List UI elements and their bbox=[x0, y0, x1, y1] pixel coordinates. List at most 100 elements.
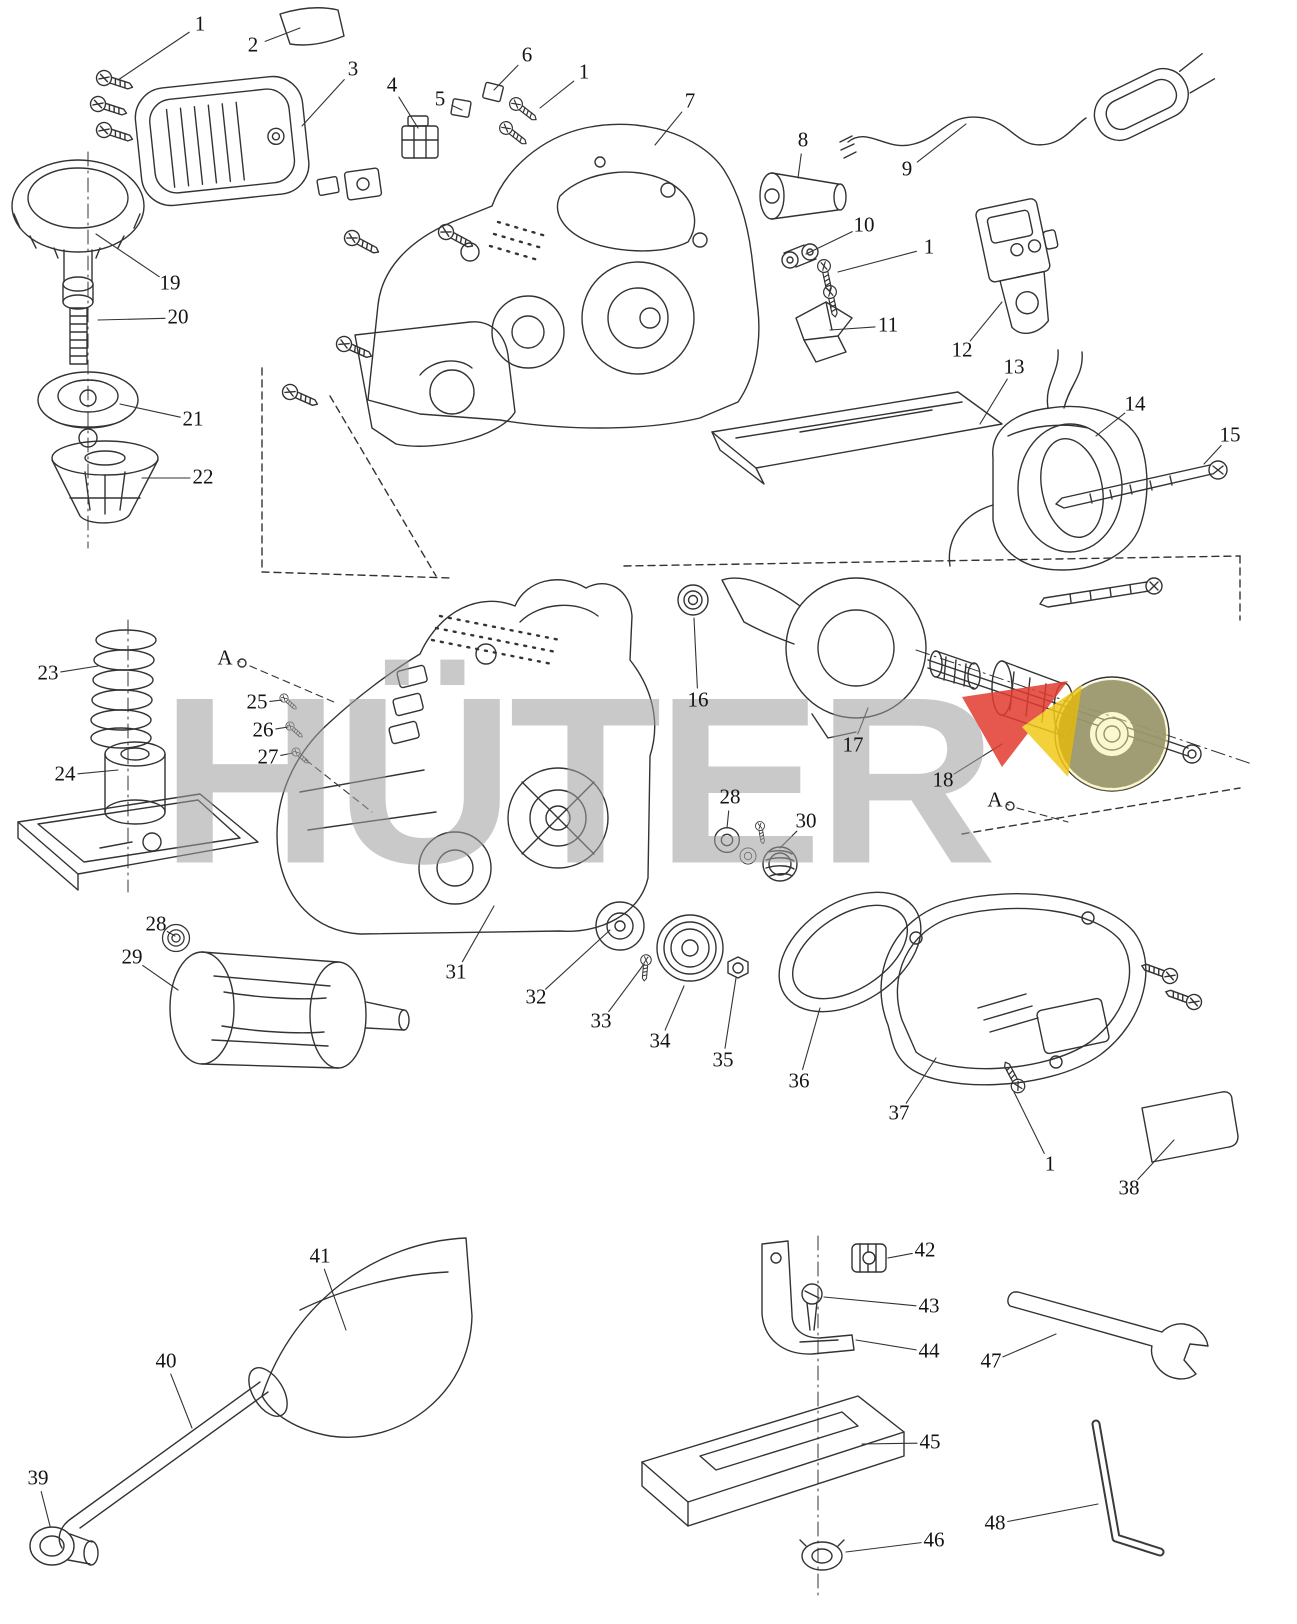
fence-knob-42 bbox=[851, 1243, 887, 1273]
wrench-47 bbox=[1007, 1291, 1209, 1380]
leader-lines bbox=[40, 27, 1222, 1553]
washer-set-28 bbox=[713, 820, 768, 865]
flat-washer-32 bbox=[595, 901, 645, 951]
leader-line-5-4 bbox=[451, 104, 463, 111]
lower-housing-31 bbox=[276, 579, 656, 935]
leader-line-46-53 bbox=[845, 1542, 922, 1553]
leader-line-6-5 bbox=[493, 64, 519, 91]
cord-clamp-10 bbox=[781, 243, 843, 319]
leader-line-1-42 bbox=[1013, 1091, 1045, 1154]
leader-line-8-8 bbox=[797, 153, 802, 179]
upper-housing-7 bbox=[279, 123, 760, 447]
depth-spring-23 bbox=[90, 629, 157, 749]
cone-knob-22 bbox=[51, 440, 159, 524]
lock-nut-35 bbox=[727, 956, 749, 979]
bag-wire-40 bbox=[58, 1381, 269, 1549]
brush-cover-assembly bbox=[134, 75, 310, 207]
spring-washer-21 bbox=[37, 371, 139, 448]
leader-line-34-38 bbox=[664, 985, 685, 1031]
leader-line-41-44 bbox=[323, 1268, 347, 1331]
leader-line-3-2 bbox=[301, 79, 345, 127]
leader-line-27-25 bbox=[280, 752, 294, 757]
leader-line-14-15 bbox=[1095, 412, 1126, 437]
leader-line-1-11 bbox=[837, 250, 917, 273]
leader-line-43-48 bbox=[823, 1296, 917, 1307]
long-screws-15 bbox=[1039, 460, 1228, 608]
terminal-blocks bbox=[316, 81, 541, 201]
stator-14 bbox=[948, 349, 1148, 571]
leader-line-2-1 bbox=[264, 27, 301, 42]
leader-line-19-17 bbox=[95, 233, 160, 278]
leader-line-13-14 bbox=[979, 378, 1008, 425]
leader-line-17-28 bbox=[857, 707, 869, 735]
leader-line-20-18 bbox=[97, 317, 166, 321]
threaded-rod-20 bbox=[69, 307, 88, 365]
section-marker-a2 bbox=[1005, 801, 1069, 823]
bearing-16 bbox=[677, 584, 709, 616]
guide-cylinder-24 bbox=[104, 741, 166, 825]
leader-line-32-36 bbox=[545, 929, 611, 990]
drive-belt-36 bbox=[778, 891, 922, 1013]
construction-lines bbox=[261, 367, 1241, 835]
blade-drum-29 bbox=[169, 951, 410, 1069]
leader-line-37-41 bbox=[905, 1057, 937, 1104]
leader-line-29-34 bbox=[142, 964, 179, 991]
fence-bracket-44 bbox=[761, 1240, 855, 1355]
leader-line-42-47 bbox=[887, 1252, 913, 1259]
leader-line-18-29 bbox=[953, 743, 1003, 775]
adjust-screws-25-27 bbox=[277, 691, 373, 813]
fence-bolt-43 bbox=[801, 1283, 823, 1331]
bearing-28b bbox=[161, 923, 191, 953]
hex-key-48 bbox=[1091, 1419, 1165, 1557]
section-marker-a1 bbox=[237, 658, 335, 703]
leader-line-47-50 bbox=[1002, 1333, 1057, 1358]
leader-line-23-21 bbox=[60, 665, 99, 673]
leader-line-28-33 bbox=[166, 930, 176, 937]
leader-line-21-19 bbox=[119, 403, 181, 418]
leader-line-45-51 bbox=[861, 1442, 918, 1445]
cord-guard-11 bbox=[795, 301, 853, 363]
name-label-38 bbox=[1141, 1091, 1239, 1163]
leader-line-10-10 bbox=[805, 231, 853, 255]
deflector-plate-2 bbox=[279, 7, 345, 46]
pulley-34 bbox=[656, 914, 724, 982]
leader-line-7-7 bbox=[654, 111, 683, 146]
leader-line-11-12 bbox=[829, 326, 876, 331]
leader-line-35-39 bbox=[724, 977, 737, 1049]
leader-line-16-27 bbox=[693, 617, 698, 689]
clamp-piece-46 bbox=[799, 1539, 845, 1571]
switch-12 bbox=[975, 198, 1059, 334]
leader-line-1-0 bbox=[117, 31, 190, 81]
leader-line-9-9 bbox=[916, 123, 967, 163]
leader-line-30-32 bbox=[779, 830, 798, 849]
armature-18 bbox=[927, 650, 1202, 792]
baffle-plate-13 bbox=[711, 391, 1003, 485]
dust-bag-41 bbox=[248, 1237, 473, 1438]
leader-line-39-46 bbox=[40, 1491, 51, 1527]
leader-line-15-16 bbox=[1203, 444, 1222, 465]
power-cord-plug-9 bbox=[839, 52, 1216, 159]
lock-knob-19 bbox=[11, 159, 145, 310]
leader-line-44-49 bbox=[855, 1339, 917, 1351]
cover-screws bbox=[87, 67, 136, 148]
leader-line-38-43 bbox=[1137, 1139, 1175, 1180]
leader-line-26-24 bbox=[275, 726, 289, 730]
hose-fitting-39 bbox=[29, 1526, 99, 1566]
leader-line-1-6 bbox=[539, 80, 575, 109]
leader-line-24-26 bbox=[77, 769, 119, 775]
belt-cover-37 bbox=[880, 893, 1205, 1096]
leader-line-25-23 bbox=[269, 699, 283, 703]
front-base-plate bbox=[17, 793, 259, 891]
leader-line-48-52 bbox=[1007, 1503, 1099, 1523]
leader-line-33-37 bbox=[608, 963, 645, 1013]
fan-guard-17 bbox=[721, 577, 927, 739]
leader-line-36-40 bbox=[801, 1007, 821, 1071]
leader-line-40-45 bbox=[170, 1373, 193, 1429]
leader-line-12-13 bbox=[969, 301, 1003, 342]
leader-line-31-35 bbox=[461, 905, 495, 963]
leader-line-4-3 bbox=[398, 96, 419, 129]
threaded-bush-30 bbox=[762, 846, 798, 882]
fence-plate-45 bbox=[641, 1395, 905, 1527]
